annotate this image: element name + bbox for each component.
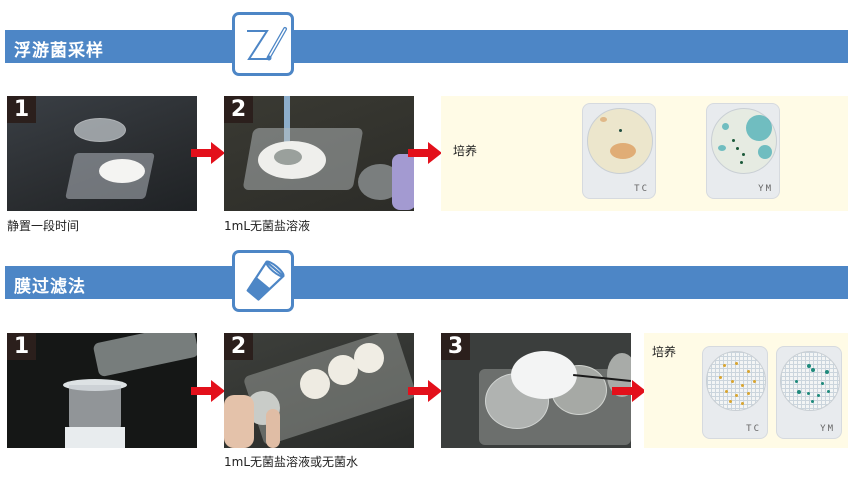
- step-photo-pipette: 2: [224, 96, 414, 211]
- result-plate-tc: TC: [702, 346, 768, 439]
- step-number-badge: 2: [224, 96, 253, 123]
- step-photo-open-petri-dish: 1: [7, 96, 197, 211]
- step-photo-plate-tray: 2: [224, 333, 414, 448]
- right-arrow-icon: [191, 380, 225, 402]
- culture-result-panel: 培养 TC YM: [644, 333, 848, 448]
- step-caption: 1mL无菌盐溶液或无菌水: [224, 455, 359, 469]
- step-number-badge: 3: [441, 333, 470, 360]
- right-arrow-icon: [408, 380, 442, 402]
- section-title: 膜过滤法: [14, 277, 86, 297]
- step-number-badge: 2: [224, 333, 253, 360]
- right-arrow-icon: [191, 142, 225, 164]
- section-header-airborne-sampling: 浮游菌采样: [5, 30, 848, 63]
- section-header-membrane-filtration: 膜过滤法: [5, 266, 848, 299]
- result-plate-ym: YM: [776, 346, 842, 439]
- plate-label: YM: [820, 424, 835, 434]
- right-arrow-icon: [612, 380, 646, 402]
- section-title: 浮游菌采样: [14, 41, 104, 61]
- plate-label: TC: [634, 184, 649, 194]
- step-photo-tweezers-membrane: 3: [441, 333, 631, 448]
- right-arrow-icon: [408, 142, 442, 164]
- result-plate-ym: YM: [706, 103, 780, 199]
- step-caption: 1mL无菌盐溶液: [224, 219, 311, 233]
- plate-label: YM: [758, 184, 773, 194]
- culture-result-panel: 培养 TC YM: [441, 96, 848, 211]
- plate-label: TC: [746, 424, 761, 434]
- pen-draw-icon: [232, 12, 294, 76]
- culture-label: 培养: [652, 345, 677, 359]
- culture-label: 培养: [453, 144, 478, 158]
- step-number-badge: 1: [7, 333, 36, 360]
- step-photo-filter-funnel: 1: [7, 333, 197, 448]
- tilted-beaker-icon: [232, 250, 294, 312]
- step-caption: 静置一段时间: [7, 219, 80, 233]
- step-number-badge: 1: [7, 96, 36, 123]
- result-plate-tc: TC: [582, 103, 656, 199]
